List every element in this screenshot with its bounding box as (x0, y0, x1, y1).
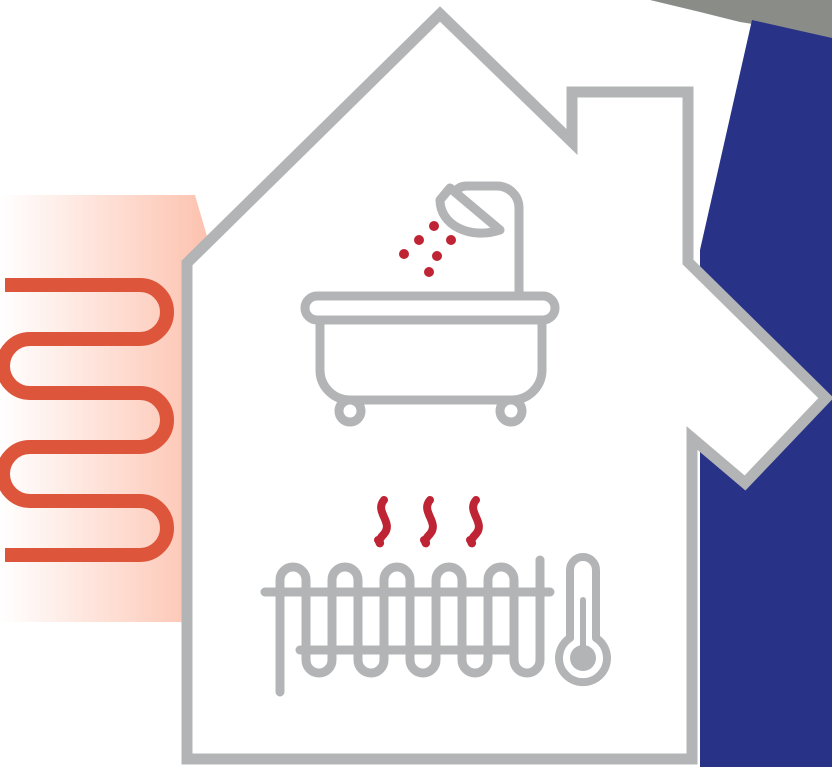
thermometer-icon (559, 557, 607, 682)
